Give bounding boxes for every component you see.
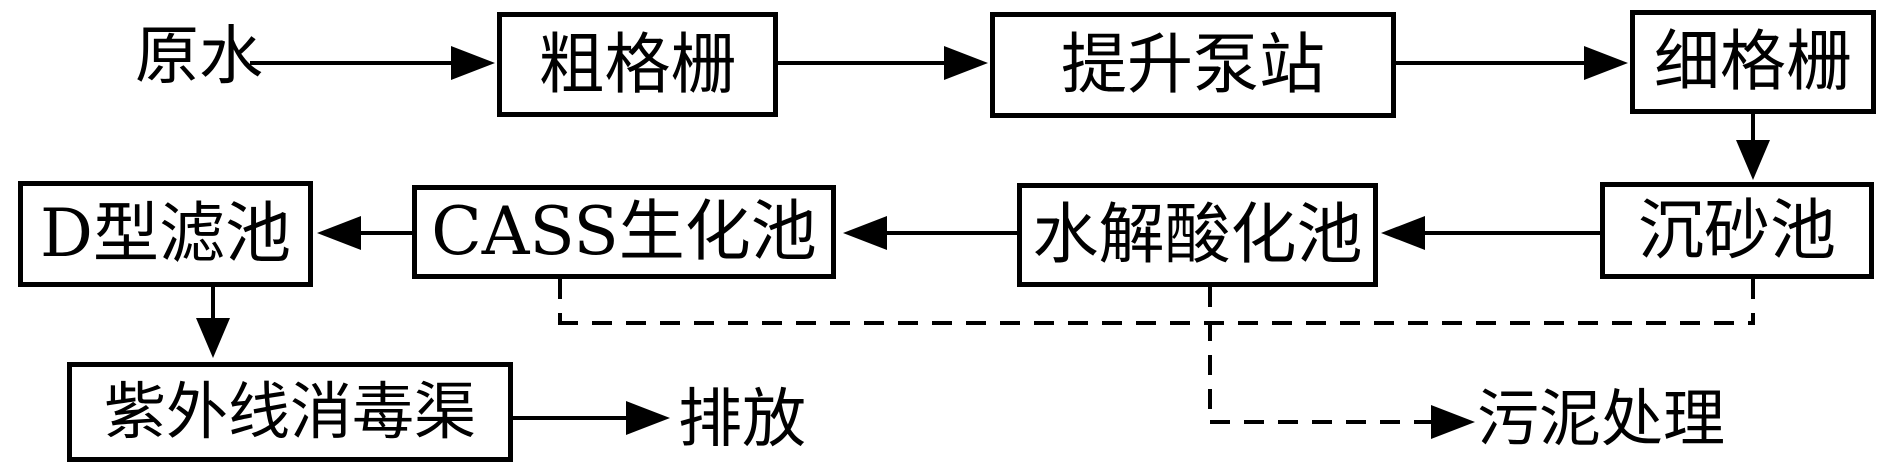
edge-cass-to-dfilter-line: [359, 231, 414, 235]
node-hydrolysis-acidification-tank: 水解酸化池: [1017, 183, 1378, 287]
node-coarse-screen-label: 粗格栅: [538, 25, 737, 103]
edge-cass-sludge-drop-line: [558, 279, 562, 323]
node-uv-disinfection-channel: 紫外线消毒渠: [67, 362, 513, 462]
node-lift-pump-station-label: 提升泵站: [1061, 26, 1325, 103]
edge-sludge-collector-line: [558, 321, 1755, 325]
edge-grit-sludge-drop-line: [1751, 279, 1755, 323]
node-discharge-label: 排放: [678, 383, 806, 457]
edge-raw-to-coarse-line: [250, 61, 455, 65]
edge-fine-to-grit-line: [1751, 114, 1755, 144]
node-cass-bio-tank-label: CASS生化池: [431, 193, 817, 270]
edge-coarse-to-pump-arrowhead-icon: [944, 46, 988, 80]
edge-pump-to-fine-line: [1396, 61, 1588, 65]
node-fine-screen: 细格栅: [1630, 10, 1876, 114]
node-sludge-treatment-label: 污泥处理: [1477, 382, 1726, 455]
edge-uv-to-discharge-arrowhead-icon: [626, 401, 670, 435]
node-hydrolysis-acidification-tank-label: 水解酸化池: [1032, 196, 1363, 273]
node-coarse-screen: 粗格栅: [497, 12, 778, 117]
node-uv-disinfection-channel-label: 紫外线消毒渠: [103, 375, 476, 448]
edge-dfilter-to-uv-arrowhead-icon: [196, 318, 230, 358]
node-d-type-filter-label: D型滤池: [40, 195, 291, 272]
node-cass-bio-tank: CASS生化池: [412, 185, 836, 279]
edge-grit-to-hydro-line: [1423, 231, 1602, 235]
edge-dfilter-to-uv-line: [211, 287, 215, 320]
edge-uv-to-discharge-line: [513, 416, 630, 420]
edge-sludge-outlet-line: [1210, 420, 1435, 424]
edge-fine-to-grit-arrowhead-icon: [1736, 140, 1770, 180]
edge-sludge-outlet-arrowhead-icon: [1431, 405, 1475, 439]
edge-cass-to-dfilter-arrowhead-icon: [317, 216, 361, 250]
edge-hydro-to-cass-line: [885, 231, 1019, 235]
node-d-type-filter: D型滤池: [18, 181, 313, 287]
node-fine-screen-label: 细格栅: [1654, 23, 1852, 100]
edge-hydro-to-cass-arrowhead-icon: [843, 216, 887, 250]
edge-raw-to-coarse-arrowhead-icon: [451, 46, 495, 80]
node-grit-chamber: 沉砂池: [1600, 182, 1874, 279]
node-grit-chamber-label: 沉砂池: [1638, 191, 1836, 269]
edge-coarse-to-pump-line: [778, 61, 948, 65]
node-lift-pump-station: 提升泵站: [990, 12, 1396, 118]
edge-hydro-sludge-drop-line: [1208, 287, 1212, 422]
node-raw-water-label: 原水: [135, 20, 263, 94]
edge-grit-to-hydro-arrowhead-icon: [1381, 216, 1425, 250]
edge-pump-to-fine-arrowhead-icon: [1584, 46, 1628, 80]
